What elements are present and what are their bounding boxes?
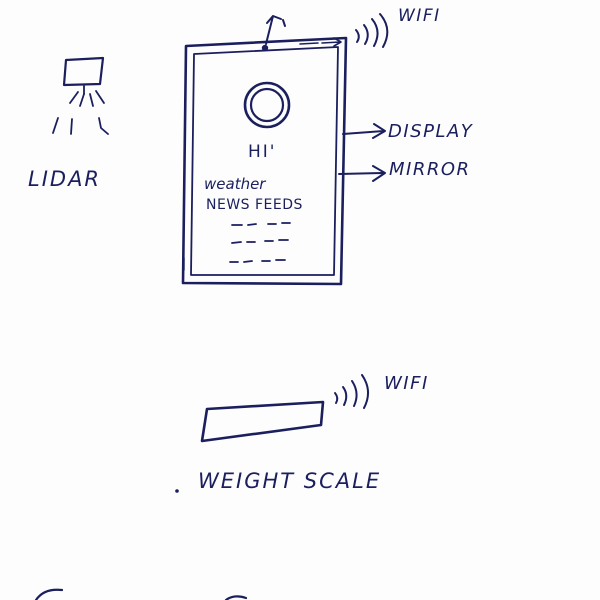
mirror-arrow-icon [338, 165, 386, 182]
mirror-callout: MIRROR [338, 159, 471, 182]
news-feeds-text: NEWS FEEDS [206, 197, 303, 213]
lidar-label: LIDAR [28, 167, 101, 191]
mirror-outer-frame [181, 36, 348, 286]
mirror-inner-frame [190, 46, 339, 276]
greeting-text: HI' [248, 142, 276, 162]
lidar-beams [52, 90, 109, 135]
mirror-top-dashes [299, 37, 342, 47]
stray-dot [175, 489, 179, 493]
cutoff-strokes [34, 588, 248, 600]
display-callout: DISPLAY [342, 121, 474, 142]
wifi-signal-icon [355, 13, 389, 48]
smart-mirror: HI' weather NEWS FEEDS [181, 15, 348, 286]
wifi-top: WIFI [355, 6, 441, 48]
wifi-scale-signal-icon [334, 374, 369, 409]
wifi-top-label: WIFI [398, 6, 441, 26]
weight-scale-body [200, 400, 325, 443]
mirror-top-sensor [261, 44, 269, 52]
camera-circle-inner [249, 87, 285, 123]
feed-placeholder-lines [229, 222, 291, 263]
mirror-label: MIRROR [389, 159, 471, 180]
wifi-scale-label: WIFI [384, 373, 429, 394]
camera-circle-outer [243, 81, 291, 129]
display-arrow-icon [342, 123, 386, 139]
upward-arrow-icon [265, 15, 286, 45]
weight-scale: WIFI WEIGHT SCALE [175, 373, 429, 493]
lidar-housing [62, 56, 105, 87]
weather-text: weather [204, 175, 266, 193]
weight-scale-label: WEIGHT SCALE [198, 469, 381, 493]
display-label: DISPLAY [388, 121, 474, 142]
lidar-sensor: LIDAR [28, 56, 109, 191]
